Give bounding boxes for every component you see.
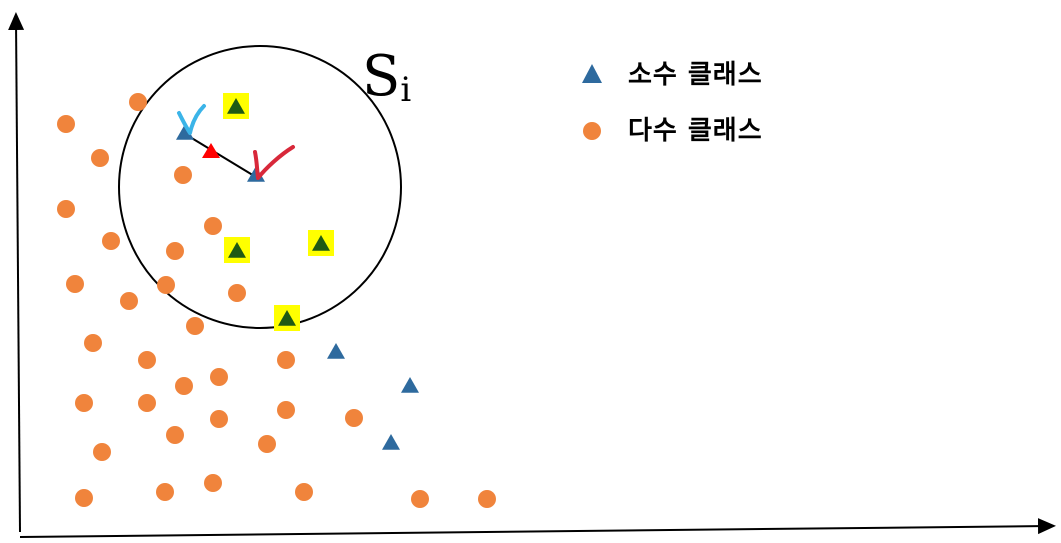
majority-points: [57, 93, 496, 508]
majority-point-29: [204, 474, 222, 492]
neighbor-point-3: [312, 235, 330, 251]
majority-point-20: [138, 394, 156, 412]
majority-point-5: [57, 200, 75, 218]
majority-point-3: [91, 149, 109, 167]
majority-point-16: [277, 351, 295, 369]
majority-point-21: [210, 410, 228, 428]
neighborhood-label-sub: i: [400, 70, 411, 110]
minority-point-3: [327, 343, 345, 359]
majority-point-28: [156, 483, 174, 501]
interpolation-line: [184, 133, 257, 178]
minority-points: [176, 124, 419, 450]
majority-point-22: [277, 401, 295, 419]
majority-point-18: [210, 368, 228, 386]
majority-point-15: [138, 351, 156, 369]
majority-point-2: [57, 115, 75, 133]
synthetic-sample-point: [202, 143, 220, 158]
x-axis: [19, 518, 1056, 538]
majority-point-30: [295, 483, 313, 501]
majority-point-9: [66, 275, 84, 293]
majority-point-13: [186, 317, 204, 335]
neighbor-point-2: [228, 242, 246, 258]
legend-item-majority: 다수 클래스: [580, 106, 840, 162]
circle-icon: [583, 122, 601, 140]
legend-label-majority: 다수 클래스: [628, 116, 763, 146]
majority-point-8: [166, 242, 184, 260]
neighbor-points: [227, 98, 330, 326]
majority-point-23: [345, 409, 363, 427]
majority-point-6: [204, 217, 222, 235]
minority-point-5: [382, 434, 400, 450]
majority-point-25: [258, 435, 276, 453]
neighbor-point-4: [278, 310, 296, 326]
majority-point-27: [75, 489, 93, 507]
majority-point-17: [175, 377, 193, 395]
neighbor-point-1: [227, 98, 245, 114]
neighborhood-label: Si: [362, 44, 411, 110]
majority-point-11: [120, 292, 138, 310]
legend-item-minority: 소수 클래스: [580, 50, 840, 106]
majority-point-26: [93, 443, 111, 461]
majority-point-1: [129, 93, 147, 111]
y-axis: [8, 12, 25, 533]
majority-point-19: [75, 394, 93, 412]
minority-point-1: [176, 124, 194, 140]
majority-point-12: [228, 284, 246, 302]
neighborhood-circle: [118, 45, 402, 329]
majority-point-14: [84, 334, 102, 352]
red-check-mark: [253, 145, 295, 180]
majority-point-32: [478, 490, 496, 508]
majority-point-7: [102, 232, 120, 250]
blue-check-mark: [177, 104, 206, 135]
legend-label-minority: 소수 클래스: [628, 60, 763, 90]
triangle-icon: [582, 64, 602, 83]
minority-point-4: [401, 377, 419, 393]
legend: 소수 클래스 다수 클래스: [580, 50, 840, 162]
majority-point-10: [157, 276, 175, 294]
neighborhood-label-main: S: [362, 44, 400, 109]
majority-point-4: [174, 166, 192, 184]
majority-point-31: [411, 490, 429, 508]
majority-point-24: [166, 426, 184, 444]
